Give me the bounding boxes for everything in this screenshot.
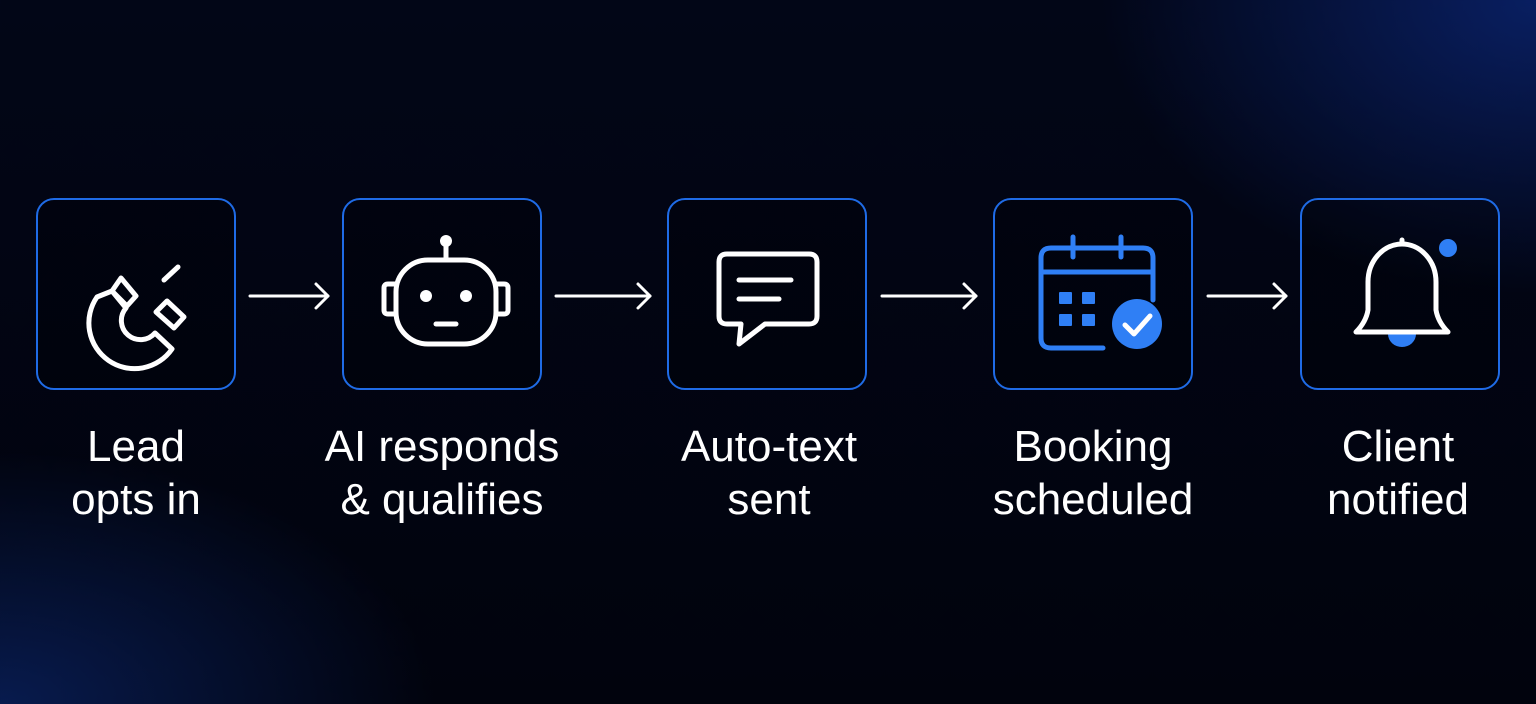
- arrow-right-icon: [1206, 282, 1288, 310]
- step-label-line-2: opts in: [71, 475, 201, 524]
- step-auto-text-sent: [667, 198, 867, 390]
- step-label-line-1: AI responds: [324, 422, 560, 471]
- step-label-line-2: scheduled: [992, 475, 1194, 524]
- notification-dot: [1439, 239, 1457, 257]
- step-label: AI responds & qualifies: [292, 420, 592, 526]
- step-label: Client notified: [1248, 420, 1536, 526]
- bell-icon: [1353, 237, 1457, 347]
- magnet-icon: [86, 264, 187, 372]
- step-label-line-2: notified: [1327, 475, 1469, 524]
- arrow-right-icon: [554, 282, 652, 310]
- step-label-line-1: Auto-text: [680, 422, 858, 471]
- robot-icon: [381, 235, 511, 347]
- arrow-right-icon: [880, 282, 978, 310]
- step-ai-responds: [342, 198, 542, 390]
- step-label-line-2: & qualifies: [340, 475, 544, 524]
- step-label: Lead opts in: [0, 420, 286, 526]
- step-label: Booking scheduled: [943, 420, 1243, 526]
- step-booking-scheduled: [993, 198, 1193, 390]
- step-client-notified: [1300, 198, 1500, 390]
- calendar-check-icon: [1038, 234, 1162, 351]
- step-label-line-2: sent: [727, 475, 811, 524]
- step-label-line-1: Client: [1341, 422, 1455, 471]
- step-label-line-1: Lead: [87, 422, 185, 471]
- step-label: Auto-text sent: [619, 420, 919, 526]
- arrow-right-icon: [248, 282, 330, 310]
- step-lead-opts-in: [36, 198, 236, 390]
- step-label-line-1: Booking: [1013, 422, 1173, 471]
- chat-bubble-icon: [716, 251, 820, 347]
